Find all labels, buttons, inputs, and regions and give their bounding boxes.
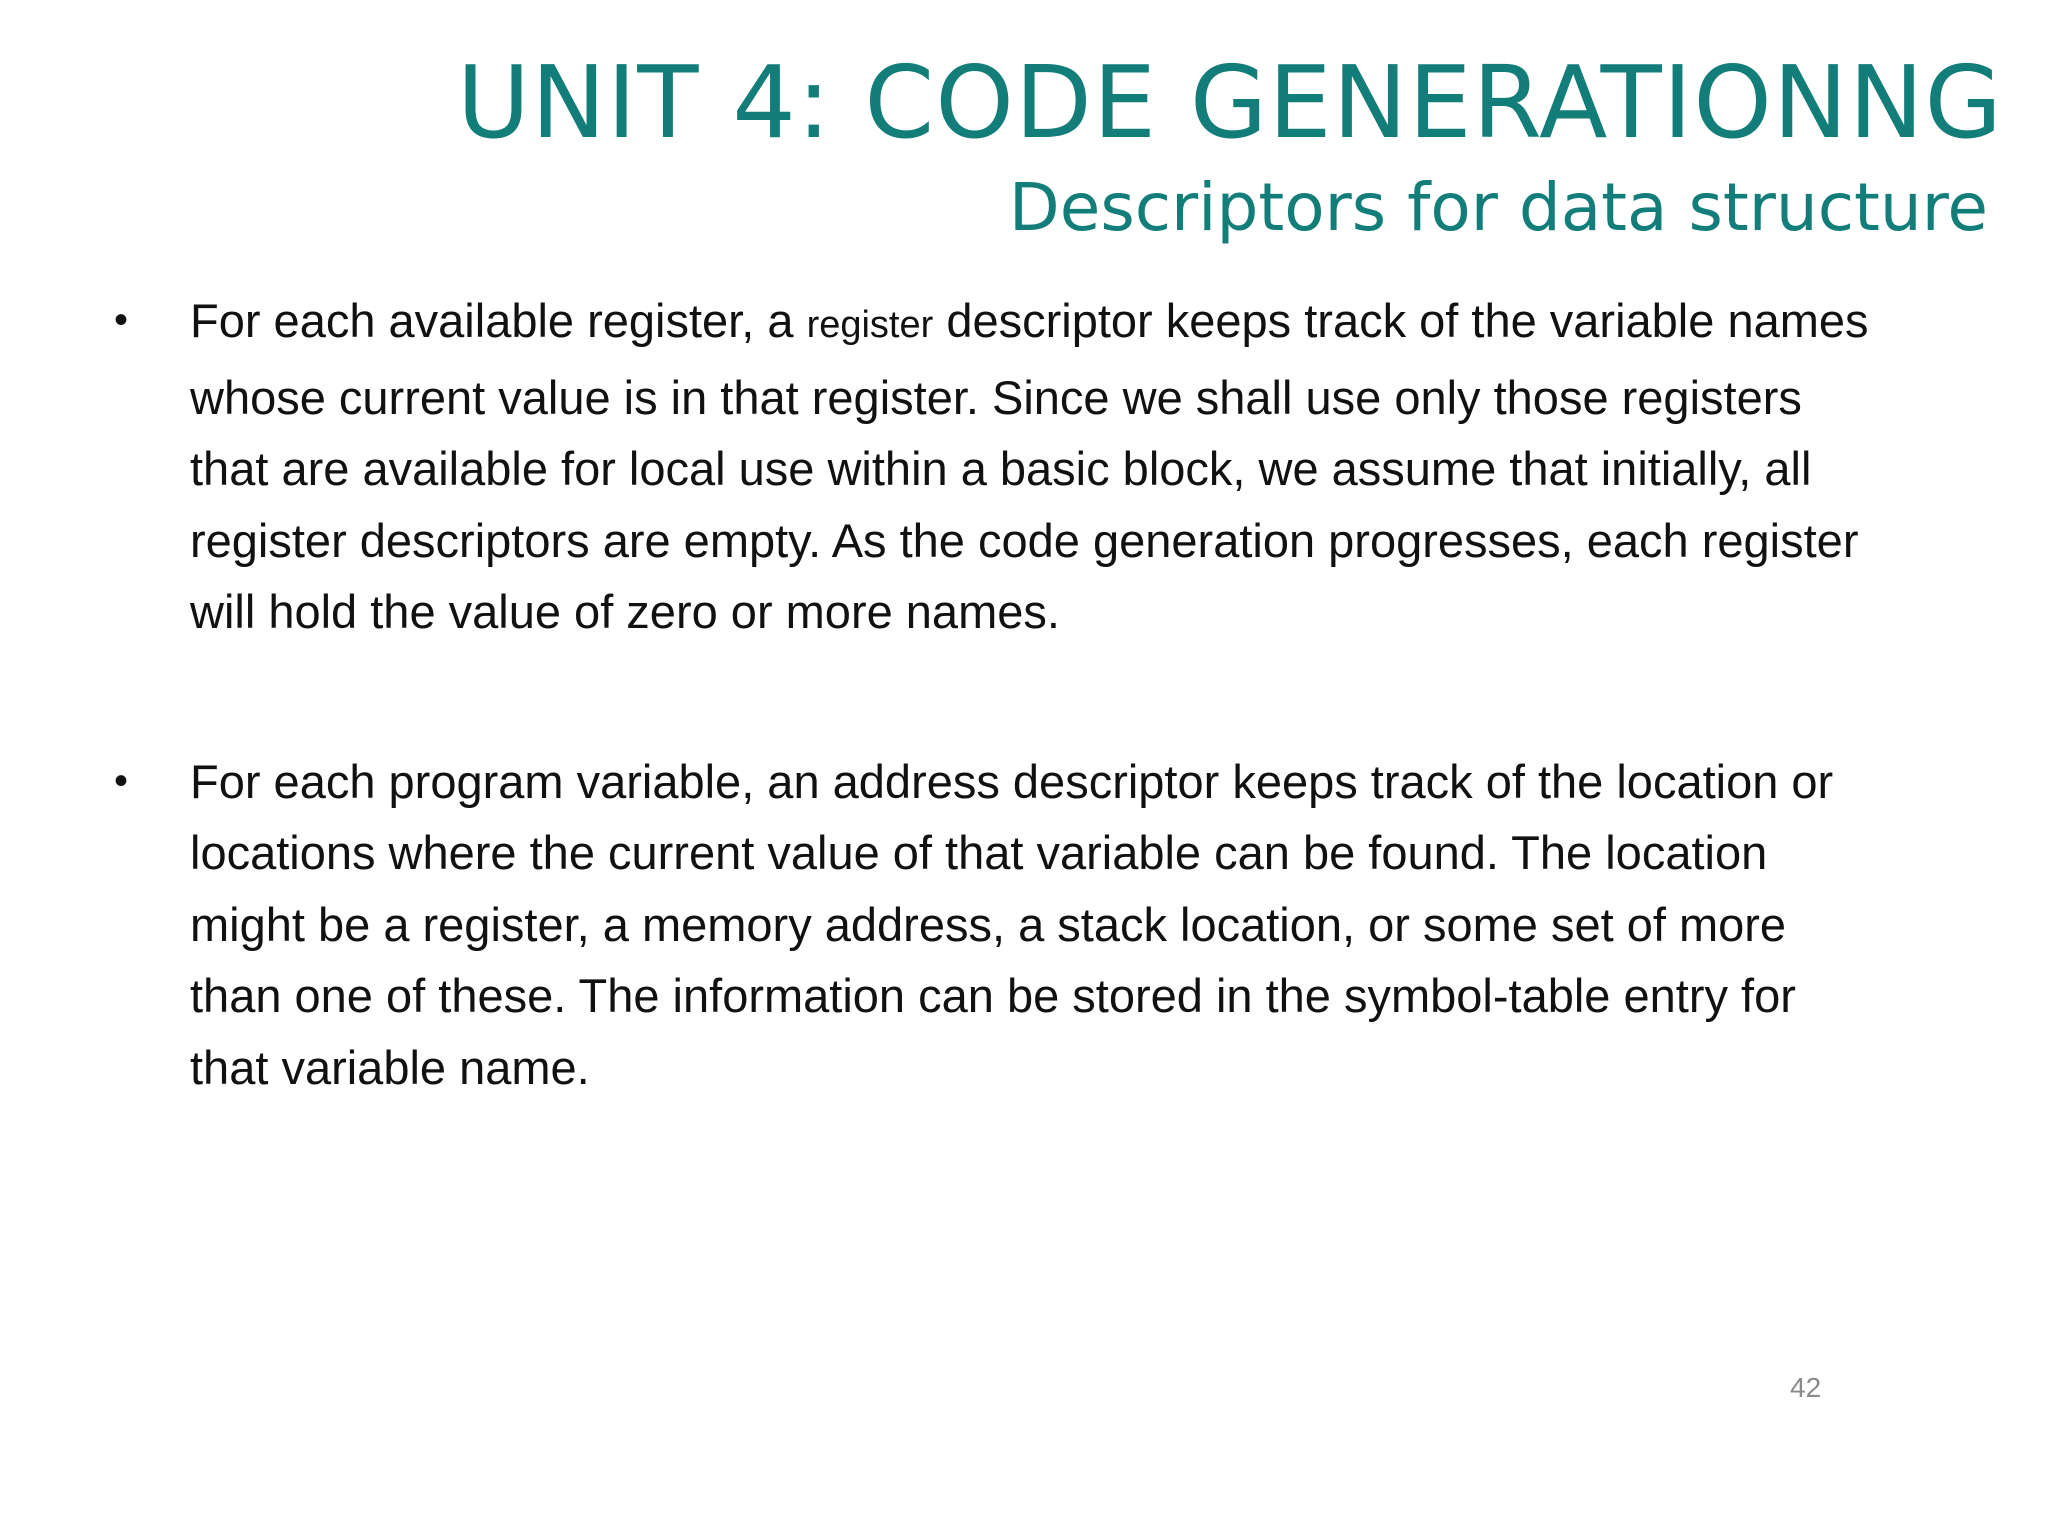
bullet-marker: • xyxy=(114,298,129,342)
bullet-text: For each program variable, an address de… xyxy=(190,754,1834,1094)
bullet-text-lead: For each available register, a xyxy=(190,294,807,347)
bullet-register-descriptor: • For each available register, a registe… xyxy=(110,285,1880,648)
bullet-address-descriptor: • For each program variable, an address … xyxy=(110,746,1880,1104)
page-number: 42 xyxy=(1790,1372,1822,1403)
bullet-list: • For each available register, a registe… xyxy=(110,285,1880,1103)
bullet-text-small-word: register xyxy=(806,304,934,346)
bullet-marker: • xyxy=(114,758,129,803)
bullet-text-rest: descriptor keeps track of the variable n… xyxy=(190,294,1869,638)
slide-subtitle: Descriptors for data structure xyxy=(1008,169,1988,246)
slide-title: UNIT 4: CODE GENERATIONNG xyxy=(456,44,2003,161)
